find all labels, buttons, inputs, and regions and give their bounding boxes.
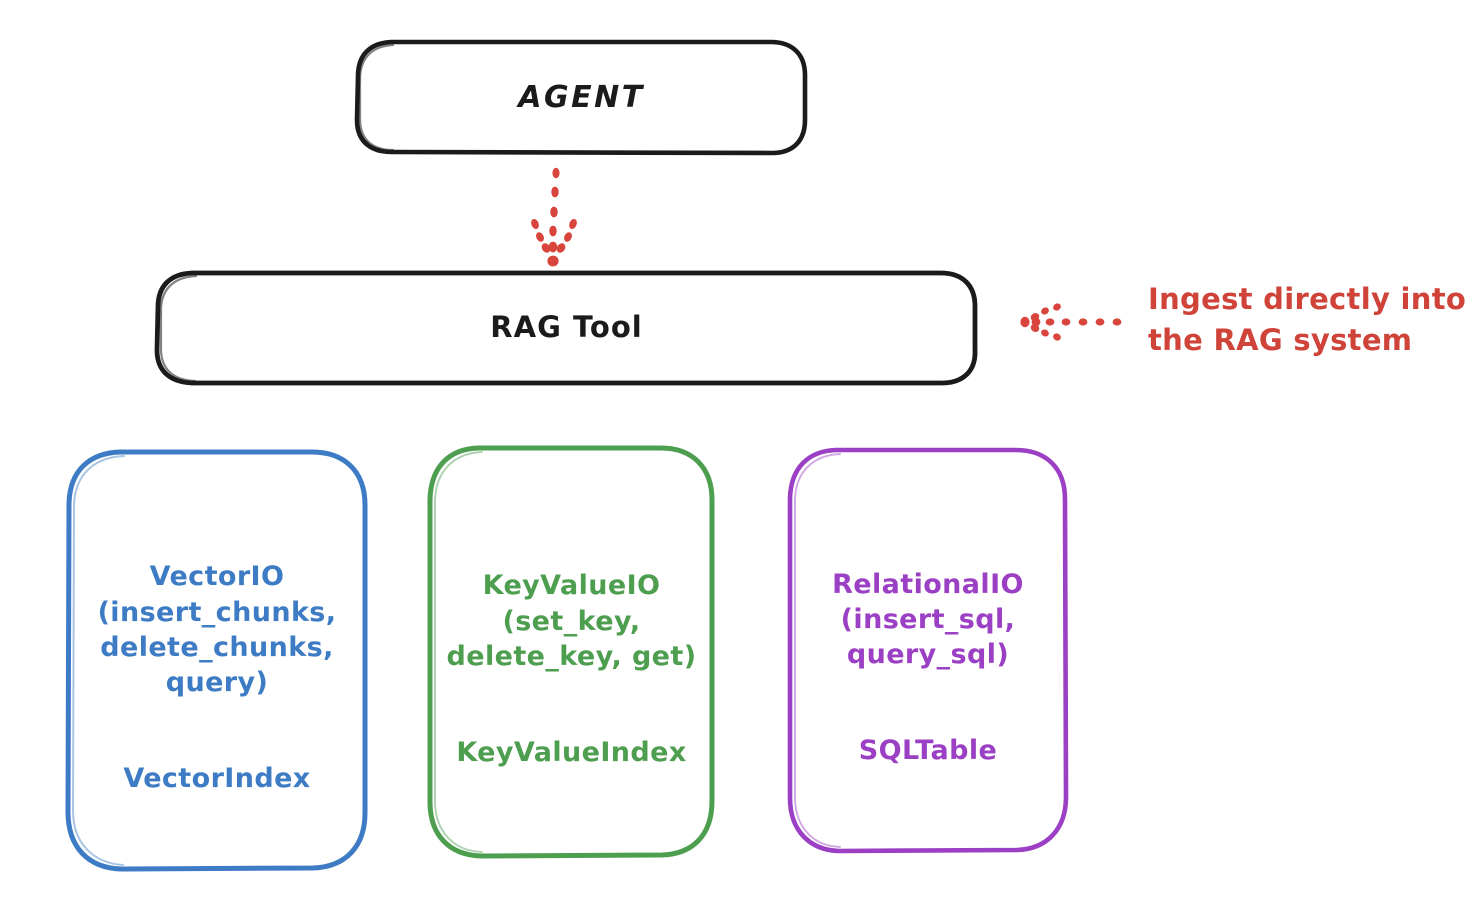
rag-tool-node[interactable]: RAG Tool bbox=[157, 272, 976, 383]
vector-io-box-outline bbox=[65, 449, 368, 872]
relational-io-api-label: RelationalIO (insert_sql, query_sql) bbox=[832, 568, 1024, 671]
spacer bbox=[98, 700, 337, 726]
key-value-io-node[interactable]: KeyValueIO (set_key, delete_key, get) Ke… bbox=[430, 447, 713, 856]
vector-io-api-label: VectorIO (insert_chunks, delete_chunks, … bbox=[97, 561, 337, 698]
agent-box-outline bbox=[354, 39, 808, 156]
note-to-rag-arrow bbox=[1020, 303, 1122, 341]
ingest-annotation-text: Ingest directly into the RAG system bbox=[1148, 282, 1467, 358]
agent-to-rag-arrow bbox=[531, 167, 577, 267]
vector-io-node[interactable]: VectorIO (insert_chunks, delete_chunks, … bbox=[68, 451, 366, 869]
relational-io-content: RelationalIO (insert_sql, query_sql) SQL… bbox=[826, 532, 1030, 768]
relational-io-node[interactable]: RelationalIO (insert_sql, query_sql) SQL… bbox=[790, 449, 1066, 851]
key-value-io-box-outline bbox=[427, 445, 715, 859]
vector-index-label: VectorIndex bbox=[123, 762, 311, 794]
key-value-io-api-label: KeyValueIO (set_key, delete_key, get) bbox=[446, 570, 697, 672]
vector-io-content: VectorIO (insert_chunks, delete_chunks, … bbox=[92, 524, 343, 795]
relational-io-box-outline bbox=[787, 447, 1069, 854]
rag-tool-label: RAG Tool bbox=[490, 309, 643, 344]
key-value-io-content: KeyValueIO (set_key, delete_key, get) Ke… bbox=[441, 533, 703, 769]
spacer bbox=[832, 672, 1024, 698]
sql-table-label: SQLTable bbox=[858, 735, 998, 766]
agent-label: AGENT bbox=[518, 79, 645, 115]
key-value-index-label: KeyValueIndex bbox=[456, 736, 687, 768]
spacer bbox=[447, 674, 697, 700]
rag-tool-box-outline bbox=[154, 270, 978, 386]
agent-node[interactable]: AGENT bbox=[357, 41, 806, 153]
